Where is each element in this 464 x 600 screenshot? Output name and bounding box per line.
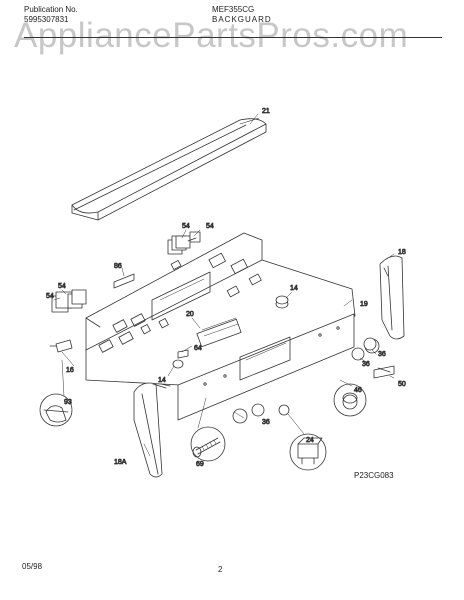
footer-date: 05/98 xyxy=(22,562,43,571)
model-number: MEF355CG xyxy=(212,5,255,14)
callout-36: 36 xyxy=(362,361,370,368)
switch-part-left xyxy=(51,289,87,313)
terminal-block-part xyxy=(113,273,135,289)
callout-54: 54 xyxy=(58,283,66,290)
header-rule xyxy=(24,37,442,38)
publication-label: Publication No. xyxy=(24,5,78,14)
spacer-part-lower xyxy=(172,359,184,369)
section-title: BACKGUARD xyxy=(212,15,272,24)
callout-14: 14 xyxy=(290,285,298,292)
callout-14: 14 xyxy=(158,377,166,384)
switch-part-upper xyxy=(167,231,201,255)
spacer-part-upper xyxy=(275,295,289,309)
left-end-cap-part xyxy=(133,382,171,478)
callout-93: 93 xyxy=(64,399,72,406)
publication-number: 5995307831 xyxy=(24,15,69,24)
knob-detail-circle xyxy=(333,383,367,417)
screw-detail-circle xyxy=(190,426,226,462)
callout-69: 69 xyxy=(196,461,204,468)
callout-46: 46 xyxy=(354,387,362,394)
callout-50: 50 xyxy=(398,381,406,388)
callout-64: 64 xyxy=(194,345,202,352)
callout-24: 24 xyxy=(306,437,314,444)
right-end-cap-part xyxy=(379,255,405,340)
top-trim-part xyxy=(71,117,267,221)
watermark: AppliancePartsPros.com xyxy=(14,16,409,55)
callout-16: 16 xyxy=(66,367,74,374)
callout-19: 19 xyxy=(360,301,368,308)
callout-20: 20 xyxy=(186,311,194,318)
callout-36: 36 xyxy=(262,419,270,426)
callout-18: 18 xyxy=(398,249,406,256)
clip-detail-circle xyxy=(39,393,73,427)
callout-54: 54 xyxy=(206,223,214,230)
figure-code: P23CG083 xyxy=(354,471,394,480)
knob-part-right xyxy=(351,337,380,361)
callout-86: 86 xyxy=(114,263,122,270)
page-number: 2 xyxy=(218,565,223,574)
socket-detail-circle xyxy=(289,433,327,471)
clip-part xyxy=(49,339,73,353)
callout-54: 54 xyxy=(182,223,190,230)
control-panel-front-part xyxy=(177,313,355,421)
console-panel-part xyxy=(85,232,356,386)
leader-lines xyxy=(53,113,395,457)
callout-54: 54 xyxy=(46,293,54,300)
bracket-part xyxy=(373,365,395,379)
callout-18A: 18A xyxy=(114,459,127,466)
knob-part-lower xyxy=(232,403,290,424)
callout-21: 21 xyxy=(262,108,270,115)
callout-36: 36 xyxy=(378,351,386,358)
